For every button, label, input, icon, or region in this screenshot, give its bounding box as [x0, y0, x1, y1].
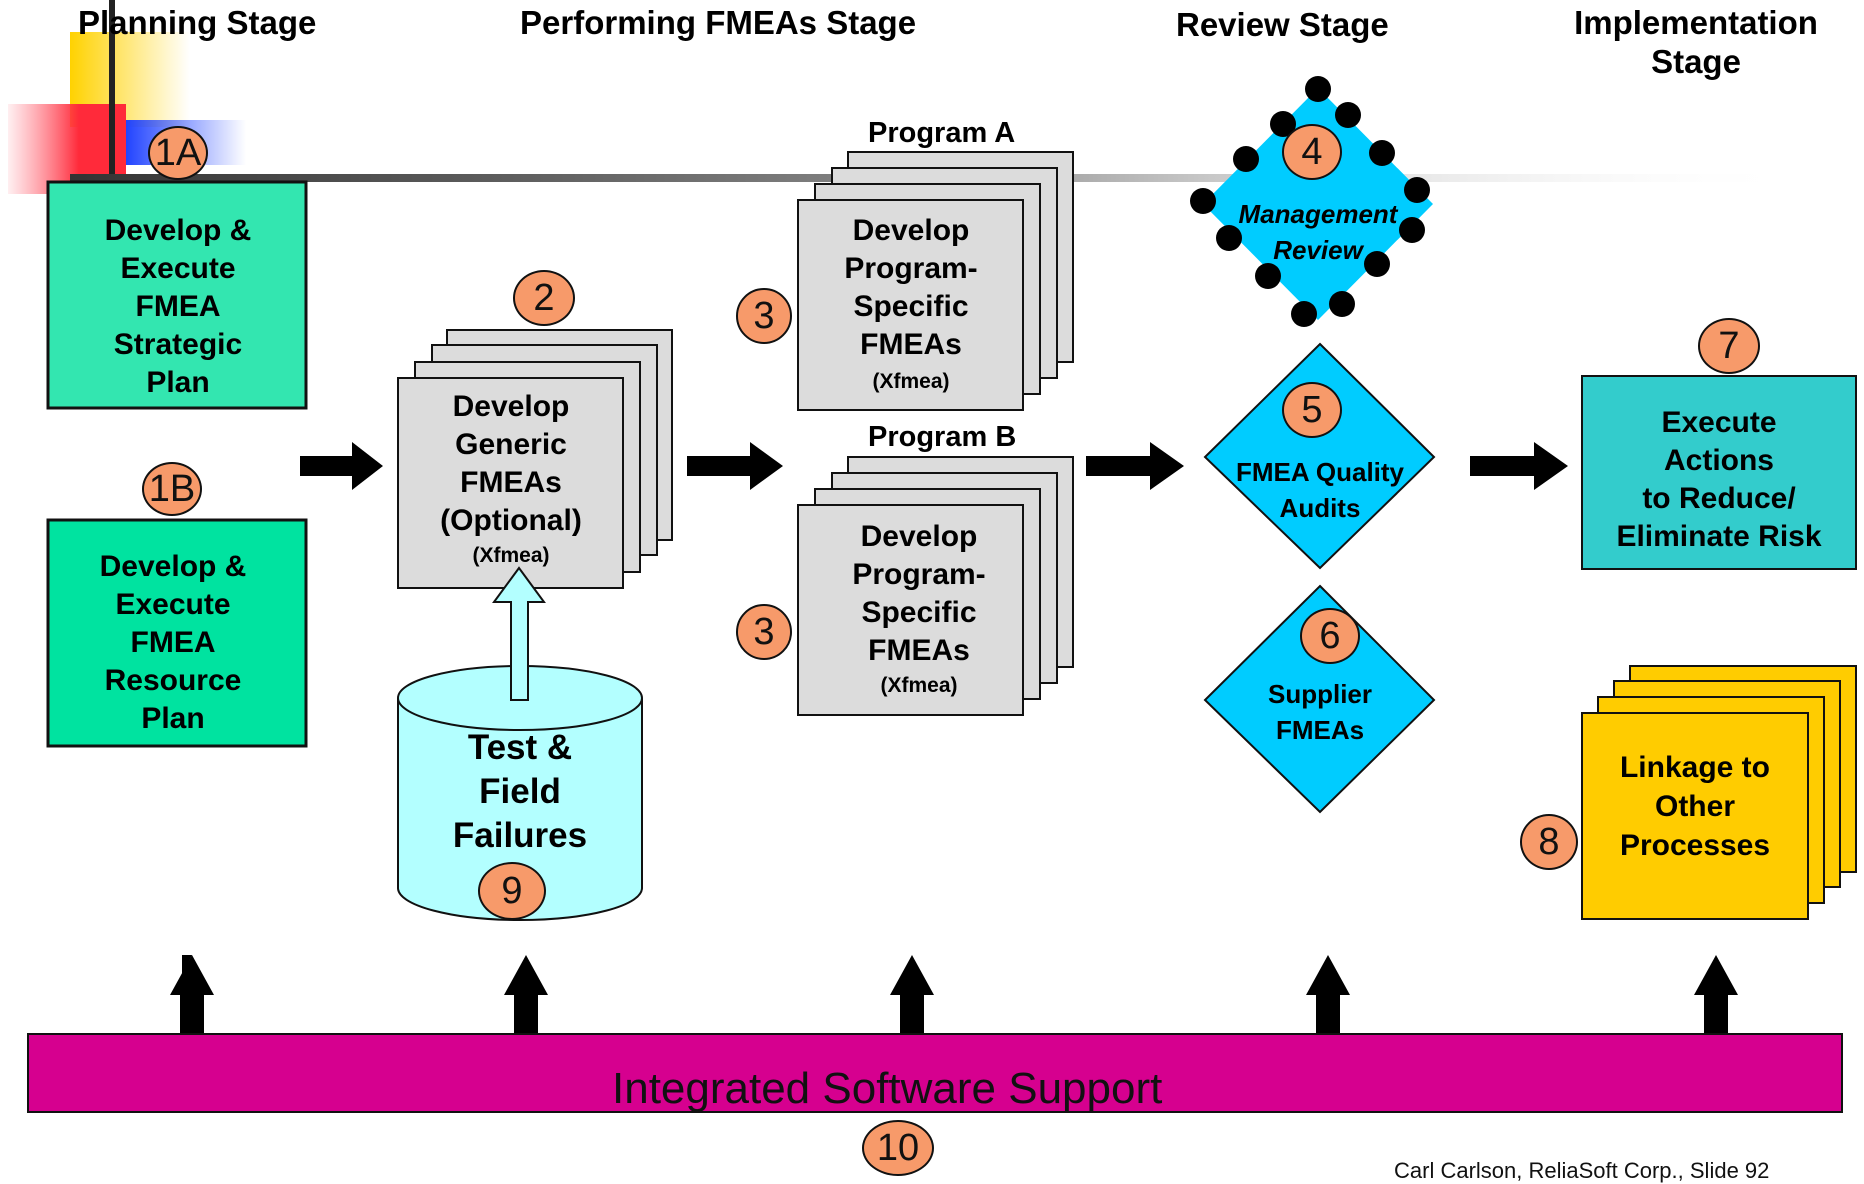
flow-arrow-1: [300, 442, 383, 490]
management-review-diamond: [1190, 76, 1433, 327]
strategic-plan-line-3: FMEA: [135, 290, 221, 323]
step-badge-10: 10: [862, 1120, 934, 1176]
program-a-line-1: Develop: [852, 214, 970, 247]
quality-audits-diamond: [1203, 342, 1436, 570]
execute-actions-line-1: Execute: [1661, 406, 1777, 439]
software-support-bar: [27, 1033, 1843, 1113]
program-a-fmeas-label: Develop Program- Specific FMEAs: [800, 212, 1022, 364]
step-badge-1a: 1A: [148, 126, 208, 180]
linkage-line-3: Processes: [1619, 829, 1771, 862]
supplier-fmeas-line-1: Supplier: [1267, 679, 1372, 709]
generic-fmeas-stack: [397, 329, 673, 589]
support-arrow-4: [1306, 955, 1350, 1035]
program-b-label: Program B: [868, 421, 1017, 453]
execute-actions-box: [1581, 375, 1857, 570]
flow-arrow-3: [1086, 442, 1184, 490]
supplier-fmeas-label: Supplier FMEAs: [1220, 676, 1420, 748]
support-arrow-1b: [170, 955, 214, 1035]
generic-fmeas-label: Develop Generic FMEAs (Optional): [400, 388, 622, 540]
linkage-stack: [1581, 665, 1857, 920]
resource-plan-line-5: Plan: [141, 702, 205, 735]
resource-plan-line-3: FMEA: [130, 626, 216, 659]
program-a-fmeas-stack: [797, 151, 1074, 411]
management-review-line-2: Review: [1273, 235, 1363, 265]
generic-fmeas-line-2: Generic: [455, 428, 567, 461]
program-b-fmeas-stack: [797, 456, 1074, 716]
resource-plan-label: Develop & Execute FMEA Resource Plan: [48, 548, 298, 738]
software-support-label: Integrated Software Support: [612, 1064, 1163, 1113]
flow-arrow-4: [1470, 442, 1568, 490]
resource-plan-line-2: Execute: [115, 588, 231, 621]
step-badge-2: 2: [513, 270, 575, 326]
slide-footer: Carl Carlson, ReliaSoft Corp., Slide 92: [1394, 1158, 1770, 1183]
strategic-plan-line-1: Develop &: [104, 214, 252, 247]
strategic-plan-label: Develop & Execute FMEA Strategic Plan: [52, 212, 304, 402]
step-badge-6: 6: [1300, 608, 1360, 664]
management-review-label: Management Review: [1228, 196, 1408, 268]
program-a-tool: (Xfmea): [872, 370, 950, 393]
step-badge-9: 9: [478, 862, 546, 920]
strategic-plan-line-5: Plan: [146, 366, 210, 399]
program-b-tool: (Xfmea): [880, 674, 958, 697]
strategic-plan-line-2: Execute: [120, 252, 236, 285]
step-badge-7: 7: [1698, 318, 1760, 374]
support-arrow-5: [1694, 955, 1738, 1035]
step-badge-1b: 1B: [142, 462, 202, 516]
support-arrow-3: [890, 955, 934, 1035]
implementation-stage-header: Implementation Stage: [1556, 4, 1836, 82]
program-b-line-4: FMEAs: [868, 634, 970, 667]
generic-fmeas-tool: (Xfmea): [472, 544, 550, 567]
execute-actions-line-2: Actions: [1663, 444, 1774, 477]
execute-actions-label: Execute Actions to Reduce/ Eliminate Ris…: [1582, 404, 1856, 556]
performing-stage-header: Performing FMEAs Stage: [520, 4, 917, 41]
supplier-fmeas-line-2: FMEAs: [1275, 715, 1365, 745]
step-badge-4: 4: [1282, 124, 1342, 180]
test-field-failures-label: Test & Field Failures: [400, 726, 640, 858]
support-arrow-2: [504, 955, 548, 1035]
step-badge-3b: 3: [736, 604, 792, 660]
program-b-line-2: Program-: [852, 558, 986, 591]
resource-plan-box: [46, 518, 308, 748]
implementation-stage-line-2: Stage: [1651, 42, 1741, 80]
resource-plan-line-1: Develop &: [99, 550, 247, 583]
support-arrows: [170, 955, 1738, 1035]
program-b-fmeas-label: Develop Program- Specific FMEAs: [808, 518, 1030, 670]
flow-arrows: [300, 442, 1568, 490]
supplier-fmeas-diamond: [1203, 584, 1436, 814]
program-a-line-3: Specific: [853, 290, 969, 323]
program-b-line-3: Specific: [861, 596, 977, 629]
test-field-line-3: Failures: [452, 816, 588, 855]
program-a-line-4: FMEAs: [860, 328, 962, 361]
implementation-stage-line-1: Implementation: [1574, 4, 1818, 41]
execute-actions-line-4: Eliminate Risk: [1616, 520, 1822, 553]
linkage-line-2: Other: [1654, 790, 1735, 823]
test-field-line-1: Test &: [467, 728, 573, 767]
generic-fmeas-line-4: (Optional): [440, 504, 582, 537]
planning-stage-header: Planning Stage: [78, 4, 317, 41]
test-field-line-2: Field: [479, 772, 561, 811]
generic-fmeas-line-3: FMEAs: [460, 466, 562, 499]
review-stage-header: Review Stage: [1176, 6, 1389, 43]
program-a-line-2: Program-: [844, 252, 978, 285]
step-badge-5: 5: [1282, 382, 1342, 438]
step-badge-3a: 3: [736, 288, 792, 344]
quality-audits-line-2: Audits: [1279, 493, 1361, 523]
quality-audits-label: FMEA Quality Audits: [1200, 454, 1440, 526]
program-a-label: Program A: [868, 117, 1016, 149]
linkage-line-1: Linkage to: [1619, 751, 1770, 784]
generic-fmeas-line-1: Develop: [452, 390, 570, 423]
flow-arrow-2: [687, 442, 783, 490]
resource-plan-line-4: Resource: [104, 664, 242, 697]
execute-actions-line-3: to Reduce/: [1642, 482, 1796, 515]
strategic-plan-box: [46, 180, 308, 410]
step-badge-8: 8: [1520, 814, 1578, 870]
cylinder-to-generic-arrow: [492, 566, 546, 701]
program-b-line-1: Develop: [860, 520, 978, 553]
management-review-line-1: Management: [1238, 199, 1398, 229]
strategic-plan-line-4: Strategic: [113, 328, 243, 361]
linkage-label: Linkage to Other Processes: [1582, 748, 1808, 865]
quality-audits-line-1: FMEA Quality: [1235, 457, 1405, 487]
